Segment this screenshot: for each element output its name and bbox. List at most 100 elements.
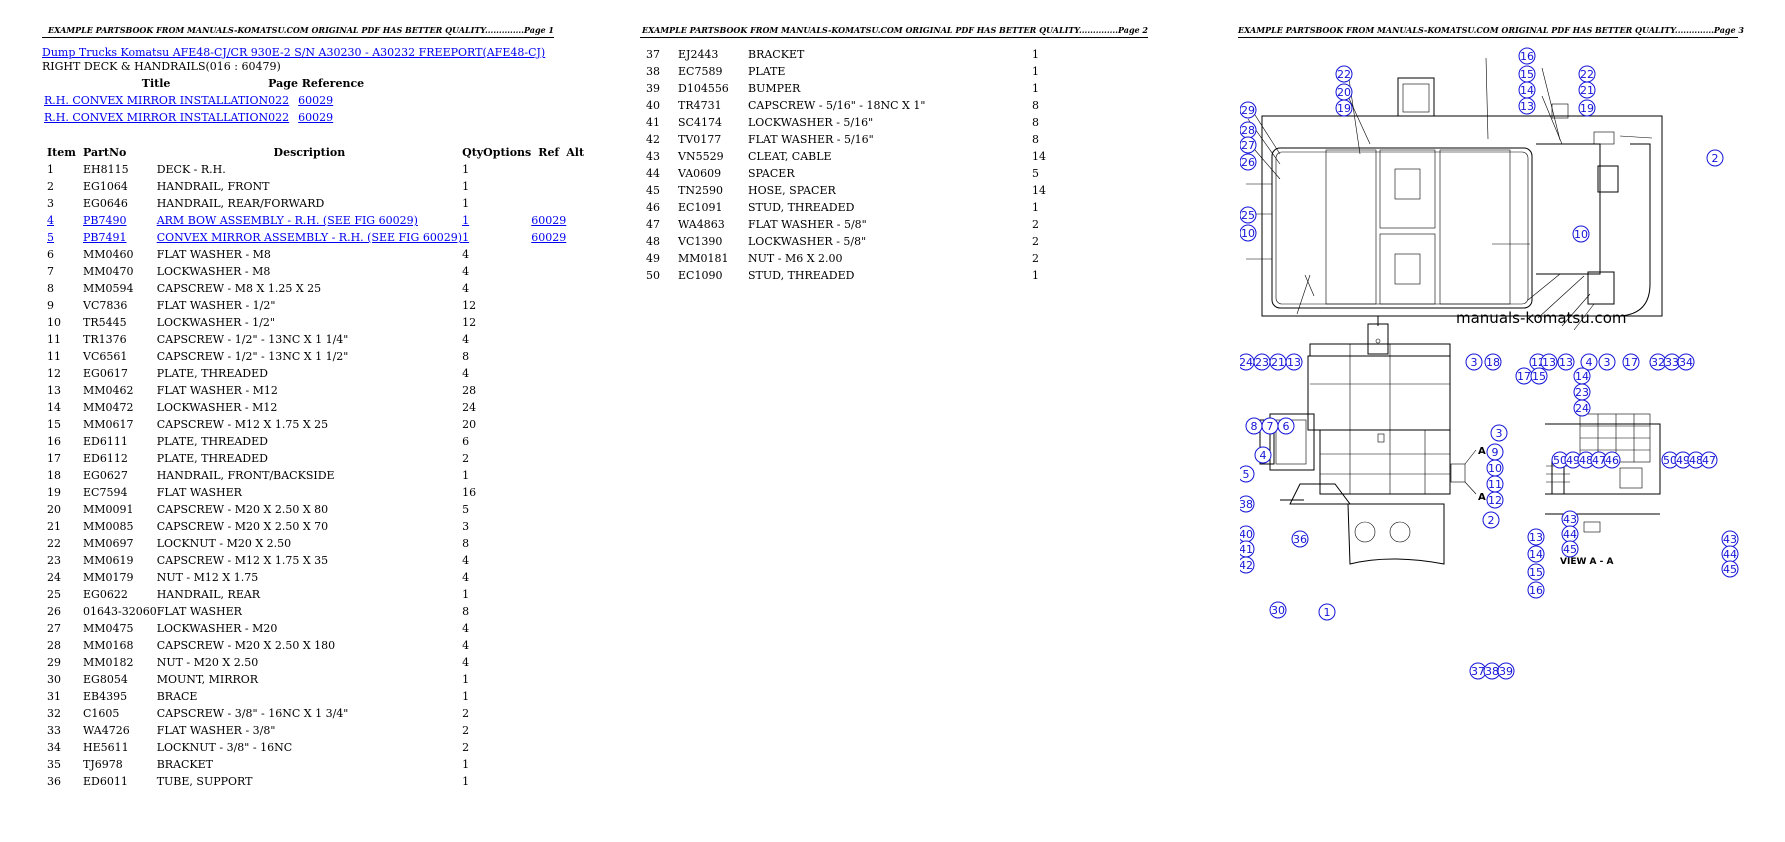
part-ref[interactable]: 60029 <box>531 212 566 229</box>
table-row[interactable]: 4 PB7490 ARM BOW ASSEMBLY - R.H. (SEE FIG … <box>47 212 586 229</box>
part-alt <box>566 212 586 229</box>
part-description: CAPSCREW - M20 X 2.50 X 80 <box>156 503 329 516</box>
part-number[interactable]: PB7491 <box>77 229 157 246</box>
callout-bubble: 10 <box>1486 459 1504 477</box>
svg-text:13: 13 <box>1529 531 1543 544</box>
page-2: EXAMPLE PARTSBOOK FROM MANUALS-KOMATSU.C… <box>595 0 1190 842</box>
part-qty: 4 <box>462 554 470 567</box>
ref-number-link[interactable]: 60029 <box>298 111 334 124</box>
part-description: LOCKWASHER - 1/2" <box>156 316 275 329</box>
callout-bubble: 40 <box>1240 525 1255 543</box>
part-description: CAPSCREW - 1/2" - 13NC X 1 1/2" <box>156 350 349 363</box>
part-qty: 24 <box>462 401 477 414</box>
part-ref <box>531 416 566 433</box>
callout-bubble: 24 <box>1573 399 1591 417</box>
part-description: LOCKWASHER - M20 <box>156 622 278 635</box>
callout-bubble: 10 <box>1240 224 1257 242</box>
table-row[interactable]: 5 PB7491 CONVEX MIRROR ASSEMBLY - R.H. (SE… <box>47 229 586 246</box>
part-number: MM0619 <box>83 554 134 567</box>
part-description[interactable]: ARM BOW ASSEMBLY - R.H. (SEE FIG 60029) <box>157 212 462 229</box>
part-description-link[interactable]: ARM BOW ASSEMBLY - R.H. (SEE FIG 60029) <box>156 214 418 227</box>
part-qty: 12 <box>462 316 477 329</box>
item-number-link[interactable]: 5 <box>47 231 54 244</box>
svg-text:3: 3 <box>1471 356 1478 369</box>
part-options <box>483 620 531 637</box>
part-description[interactable]: CONVEX MIRROR ASSEMBLY - R.H. (SEE FIG 6… <box>157 229 462 246</box>
part-ref <box>531 671 566 688</box>
part-number: MM0594 <box>83 282 134 295</box>
part-qty[interactable]: 1 <box>462 212 483 229</box>
svg-text:2: 2 <box>1712 152 1719 165</box>
part-qty: 1 <box>1032 65 1039 78</box>
part-qty[interactable]: 1 <box>462 229 483 246</box>
part-ref-link[interactable]: 60029 <box>531 231 567 244</box>
svg-text:49: 49 <box>1566 454 1580 467</box>
svg-text:15: 15 <box>1529 566 1543 579</box>
part-number[interactable]: PB7490 <box>77 212 157 229</box>
callout-bubble: 45 <box>1561 540 1579 558</box>
part-qty-link[interactable]: 1 <box>462 231 470 244</box>
part-alt <box>566 688 586 705</box>
item-number: 33 <box>47 724 61 737</box>
part-number: HE5611 <box>83 741 129 754</box>
part-ref-link[interactable]: 60029 <box>531 214 567 227</box>
part-alt <box>566 348 586 365</box>
ref-number-link[interactable]: 60029 <box>298 94 334 107</box>
part-number-link[interactable]: PB7490 <box>83 214 127 227</box>
part-alt <box>566 229 586 246</box>
part-number: MM0470 <box>83 265 134 278</box>
part-alt <box>566 467 586 484</box>
part-alt <box>566 654 586 671</box>
callout-bubble: 19 <box>1335 99 1353 117</box>
svg-text:13: 13 <box>1520 100 1534 113</box>
ref-title-link[interactable]: R.H. CONVEX MIRROR INSTALLATION <box>44 111 269 124</box>
item-number: 32 <box>47 707 61 720</box>
header-options: Options <box>483 146 532 159</box>
ref-header-page-reference: Page Reference <box>268 77 365 90</box>
svg-text:30: 30 <box>1271 604 1285 617</box>
svg-text:15: 15 <box>1520 68 1534 81</box>
ref-title-link[interactable]: R.H. CONVEX MIRROR INSTALLATION <box>44 94 269 107</box>
part-number-link[interactable]: PB7491 <box>83 231 127 244</box>
item-number: 24 <box>47 571 61 584</box>
view-a-a-label: VIEW A - A <box>1560 557 1613 567</box>
item-number-link[interactable]: 4 <box>47 214 54 227</box>
callout-bubble: 14 <box>1518 81 1536 99</box>
callout-bubble: 17 <box>1515 367 1533 385</box>
part-description: FLAT WASHER - 5/8" <box>748 218 867 231</box>
part-qty-link[interactable]: 1 <box>462 214 470 227</box>
header-partno: PartNo <box>83 146 127 159</box>
callout-bubble: 1 <box>1318 603 1336 621</box>
svg-text:16: 16 <box>1529 584 1543 597</box>
ref-page-link[interactable]: 022 <box>268 94 290 107</box>
part-qty: 1 <box>1032 201 1039 214</box>
svg-text:39: 39 <box>1499 665 1513 678</box>
part-ref[interactable]: 60029 <box>531 229 566 246</box>
part-ref <box>531 399 566 416</box>
document-title-link[interactable]: Dump Trucks Komatsu AFE48-CJ/CR 930E-2 S… <box>42 46 546 59</box>
item-number[interactable]: 5 <box>47 229 77 246</box>
svg-text:4: 4 <box>1260 449 1267 462</box>
part-alt <box>566 552 586 569</box>
part-alt <box>566 705 586 722</box>
svg-text:34: 34 <box>1679 356 1693 369</box>
part-qty: 16 <box>462 486 477 499</box>
ref-page-link[interactable]: 022 <box>268 111 290 124</box>
part-description-link[interactable]: CONVEX MIRROR ASSEMBLY - R.H. (SEE FIG 6… <box>156 231 463 244</box>
part-number: WA4726 <box>83 724 130 737</box>
part-qty: 4 <box>462 265 470 278</box>
callout-bubble: 30 <box>1269 601 1287 619</box>
svg-text:40: 40 <box>1240 528 1253 541</box>
svg-text:2: 2 <box>1488 514 1495 527</box>
part-options <box>483 586 531 603</box>
item-number[interactable]: 4 <box>47 212 77 229</box>
